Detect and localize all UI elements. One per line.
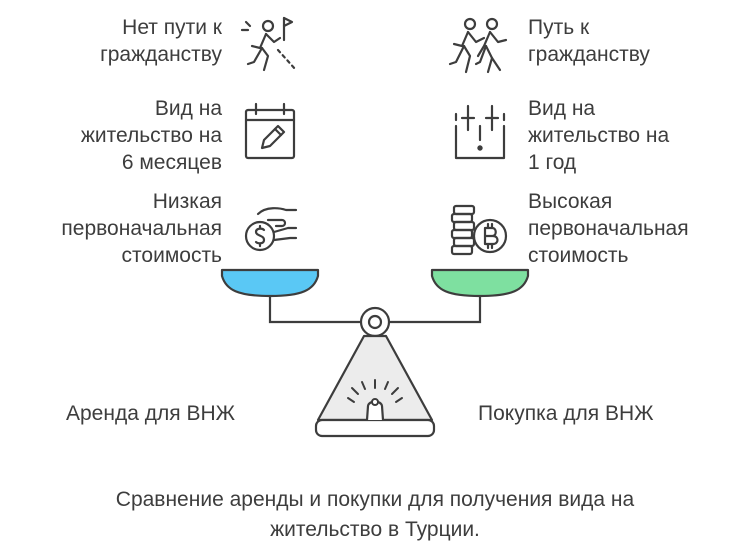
calendar-alert-icon: [448, 100, 512, 169]
no-path-walker-icon: [238, 14, 302, 83]
left-option-label: Аренда для ВНЖ: [66, 402, 236, 425]
walking-couple-icon: [448, 14, 512, 83]
hand-coin-icon: [238, 198, 302, 267]
left-item-3-text: Низкая первоначальная стоимость: [61, 190, 222, 267]
left-item-1-text: Нет пути к гражданству: [100, 16, 222, 66]
scale-stand: [316, 334, 434, 422]
bitcoin-coins-icon: [448, 198, 512, 267]
diagram-caption: Сравнение аренды и покупки для получения…: [115, 488, 635, 541]
dial-marks: [347, 379, 403, 403]
left-item-2-text: Вид на жительство на 6 месяцев: [80, 97, 222, 174]
left-pan: [220, 268, 320, 298]
right-item-2-text: Вид на жительство на 1 год: [528, 97, 670, 174]
scale-base: [314, 418, 436, 438]
calendar-pencil-icon: [238, 100, 302, 169]
right-item-1-text: Путь к гражданству: [528, 16, 650, 66]
right-pan: [430, 268, 530, 298]
right-item-3-text: Высокая первоначальная стоимость: [528, 190, 689, 267]
right-option-label: Покупка для ВНЖ: [478, 402, 654, 425]
